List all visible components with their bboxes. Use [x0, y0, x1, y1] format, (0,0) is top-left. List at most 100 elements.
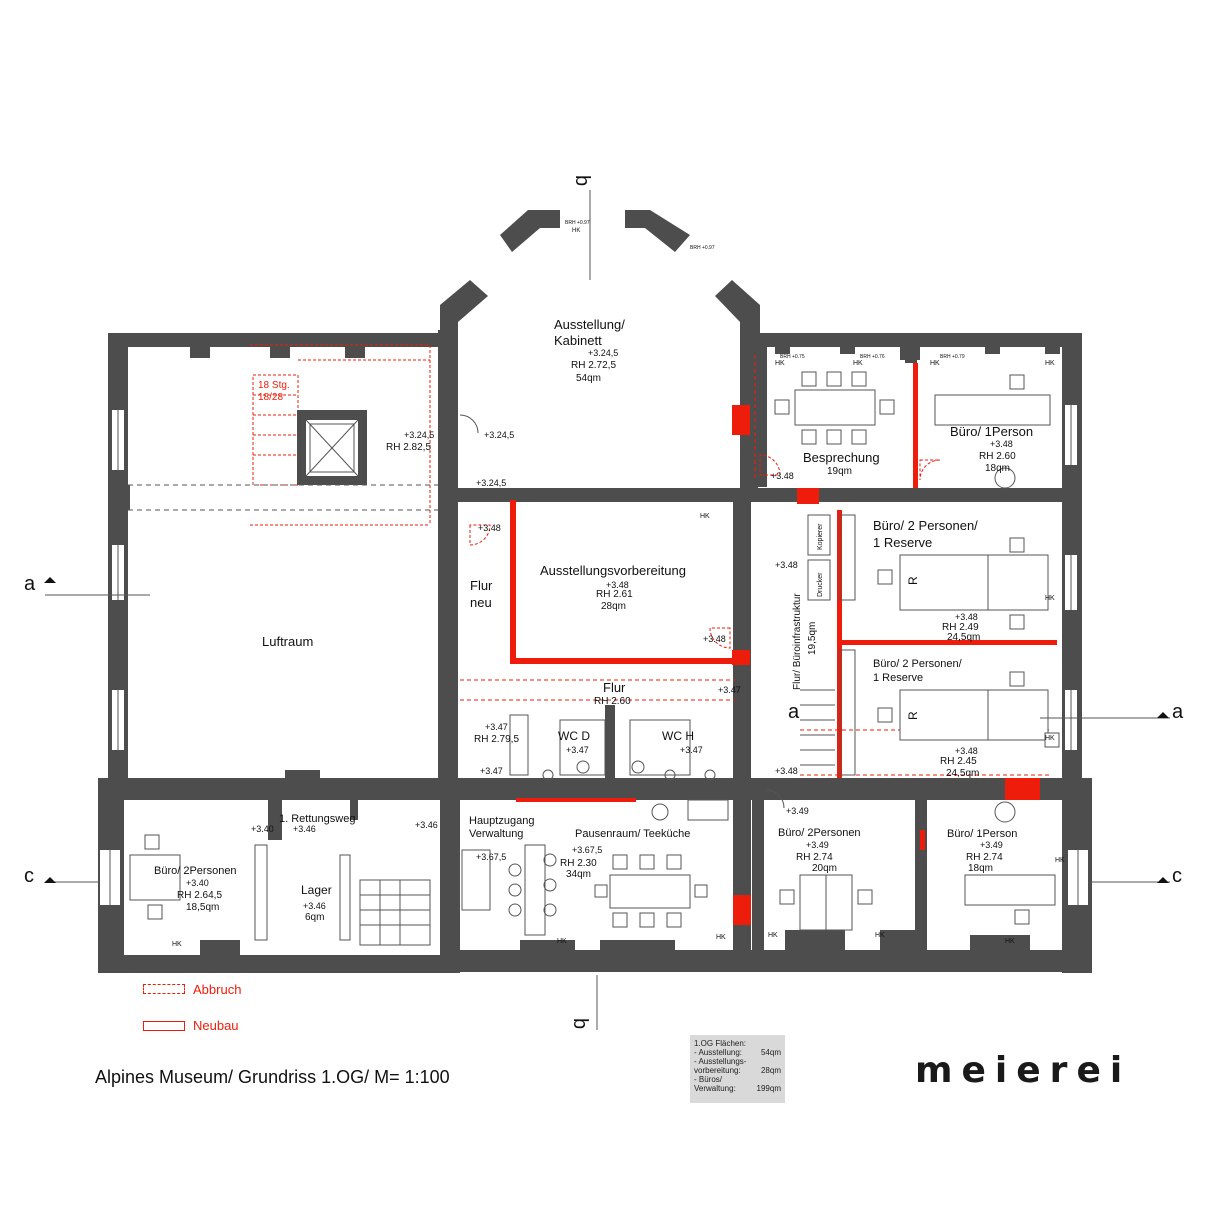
buero2b-level: +3.48 [955, 746, 978, 756]
pausenraum-name: Pausenraum/ Teeküche [575, 828, 690, 840]
flur-neu-name1: Flur [470, 578, 493, 593]
demolition-label: Abbruch [193, 982, 242, 997]
areas-row: - Büros/ [694, 1075, 723, 1084]
ausstellung-rh: RH 2.72,5 [571, 360, 616, 371]
buero2a-r-tag: R [906, 576, 920, 585]
buero2a-name1: Büro/ 2 Personen/ [873, 518, 978, 533]
ausstellung-area: 54qm [576, 373, 601, 384]
hk-tag: HK [700, 513, 710, 520]
luftraum-name: Luftraum [262, 634, 313, 649]
buero-left-rh: RH 2.64,5 [177, 890, 222, 901]
lager-level: +3.46 [303, 901, 326, 911]
wc-d-name: WC D [558, 729, 590, 743]
buero2-bottom-level: +3.49 [806, 840, 829, 850]
flur-infra-drucker: Drucker [817, 572, 824, 597]
buero1-top-level: +3.48 [990, 439, 1013, 449]
buero2b-name1: Büro/ 2 Personen/ [873, 658, 963, 670]
brh-tag: BRH +0.76 [860, 354, 885, 360]
besprechung-name: Besprechung [803, 450, 880, 465]
lager-name: Lager [301, 883, 332, 897]
wc-vorraum-level: +3.47 [485, 722, 508, 732]
hauptzugang-name2: Verwaltung [469, 828, 523, 840]
buero2b-rh: RH 2.45 [940, 756, 977, 767]
buero-left-level2: +3.40 [251, 824, 274, 834]
section-lines [44, 190, 1170, 1030]
areas-table-title: 1.OG Flächen: [694, 1039, 747, 1048]
buero2-bottom-area: 20qm [812, 863, 837, 874]
buero1-top-area: 18qm [985, 463, 1010, 474]
vorbereitung-rh: RH 2.61 [596, 589, 633, 600]
brh-tag: BRH +0.97 [565, 220, 590, 226]
vorbereitung-level2: +3.48 [703, 634, 726, 644]
ausstellung-name1: Ausstellung/ [554, 317, 625, 332]
inner-structures [128, 371, 1060, 946]
stairs-rh: RH 2.82,5 [386, 442, 431, 453]
flur-infra-kopierer: Kopierer [817, 523, 824, 550]
rettungsweg-level: +3.46 [293, 824, 316, 834]
buero2a-area: 24,5qm [947, 632, 980, 643]
new-build-elements [250, 344, 1057, 925]
flur-infra-level2: +3.48 [775, 766, 798, 776]
buero-left-name: Büro/ 2Personen [154, 865, 237, 877]
hk-tag: HK [768, 932, 778, 939]
corridor-stairs [800, 689, 835, 766]
pausenraum-rh: RH 2.30 [560, 858, 597, 869]
besprechung-area: 19qm [827, 466, 852, 477]
hk-tag: HK [172, 941, 182, 948]
vorbereitung-area: 28qm [601, 601, 626, 612]
hauptzugang-level: +3.67,5 [476, 852, 506, 862]
drawing-title: Alpines Museum/ Grundriss 1.OG/ M= 1:100 [95, 1067, 450, 1087]
brh-tag: BRH +0.79 [940, 354, 965, 360]
stairs-steps: 18 Stg. [258, 380, 290, 391]
section-marker-a-left: a [24, 573, 36, 595]
section-marker-b-top: b [571, 175, 593, 186]
buero2b-name2: 1 Reserve [873, 672, 923, 684]
buero2a-name2: 1 Reserve [873, 535, 932, 550]
new-build-label: Neubau [193, 1018, 239, 1033]
pausenraum-level: +3.67,5 [572, 845, 602, 855]
ausstellung-level: +3.24,5 [588, 348, 618, 358]
buero1-bottom-name: Büro/ 1Person [947, 828, 1017, 840]
ausstellung-name2: Kabinett [554, 333, 602, 348]
flur-name: Flur [603, 680, 626, 695]
besprechung-level: +3.48 [771, 471, 794, 481]
hk-tag: HK [1045, 360, 1055, 367]
buero2a-level: +3.48 [955, 612, 978, 622]
buero1-bottom-level: +3.49 [980, 840, 1003, 850]
flur-rh: RH 2.60 [594, 696, 631, 707]
flur-neu-level2: +3.24,5 [476, 478, 506, 488]
hk-tag: HK [875, 932, 885, 939]
hk-tag: HK [572, 228, 580, 234]
buero2b-area: 24,5qm [946, 768, 979, 779]
pausenraum-area: 34qm [566, 869, 591, 880]
areas-row: - Ausstellung:54qm [694, 1048, 781, 1057]
brh-tag: BRH +0.97 [690, 245, 715, 251]
hk-tag: HK [1055, 857, 1065, 864]
hk-tag: HK [930, 360, 940, 367]
areas-row: - Ausstellungs- [694, 1057, 747, 1066]
new-build-swatch [143, 1021, 185, 1031]
buero2b-r-tag: R [906, 711, 920, 720]
brh-tag: BRH +0.75 [780, 354, 805, 360]
buero2-bottom-rh: RH 2.74 [796, 852, 833, 863]
buero2-bottom-level2: +3.49 [786, 806, 809, 816]
rettungsweg-level2: +3.46 [415, 820, 438, 830]
lager-area: 6qm [305, 912, 324, 923]
wc-h-level: +3.47 [680, 745, 703, 755]
buero1-bottom-rh: RH 2.74 [966, 852, 1003, 863]
hk-tag: HK [1045, 595, 1055, 602]
flur-infra-area: 19,5qm [807, 622, 818, 655]
buero1-bottom-area: 18qm [968, 863, 993, 874]
wc-vorraum-rh: RH 2.79,5 [474, 734, 519, 745]
wc-d-level: +3.47 [566, 745, 589, 755]
lower-stairs [359, 879, 431, 946]
areas-row: vorbereitung:28qm [694, 1066, 781, 1075]
vorbereitung-name: Ausstellungsvorbereitung [540, 563, 686, 578]
hauptzugang-name1: Hauptzugang [469, 815, 534, 827]
flur-infra-level: +3.48 [775, 560, 798, 570]
flur-neu-level3: +3.48 [478, 523, 501, 533]
buero1-top-rh: RH 2.60 [979, 451, 1016, 462]
brand-logo: meierei [915, 1050, 1132, 1091]
hk-tag: HK [557, 938, 567, 945]
